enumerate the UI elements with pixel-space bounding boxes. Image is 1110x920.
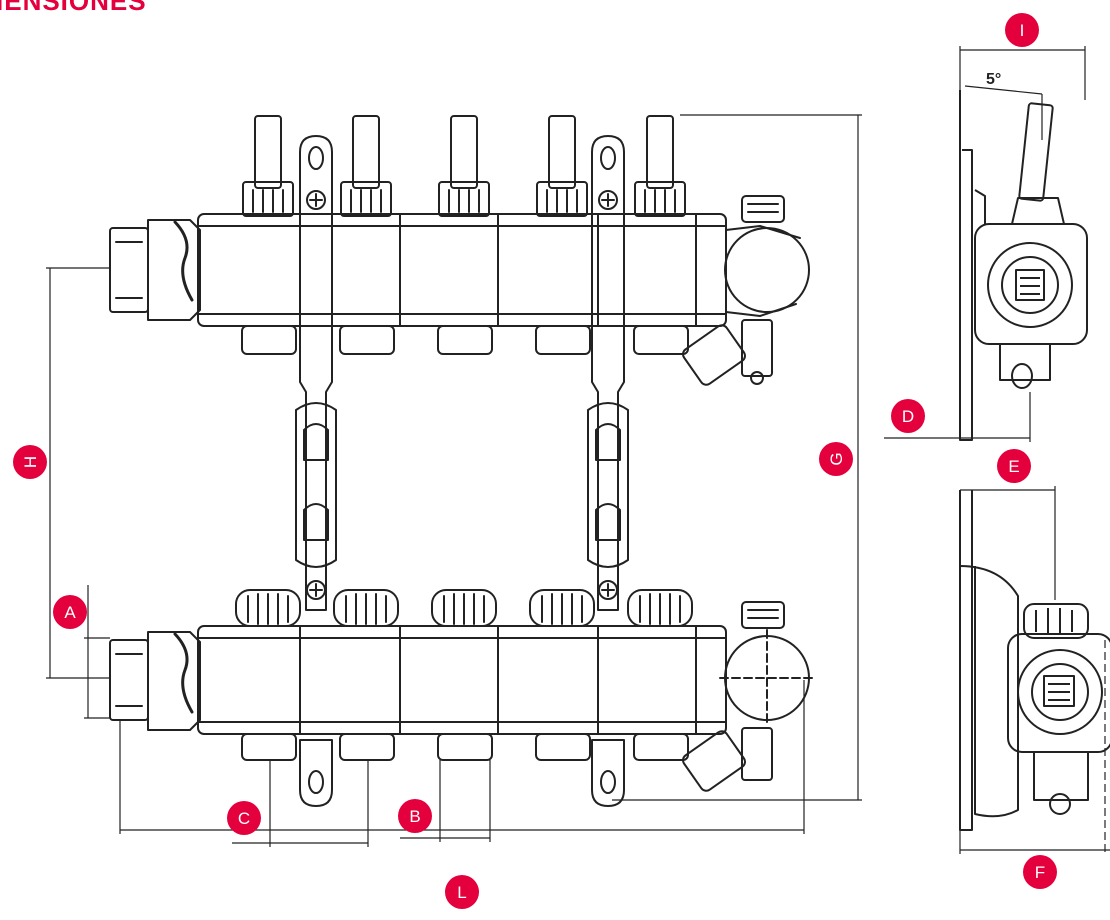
badge-b-label: B [409, 807, 420, 826]
side-dimension-lines [884, 46, 1110, 854]
flow-meter-3 [438, 115, 490, 217]
right-bracket [587, 135, 629, 807]
valve-knobs [235, 589, 693, 627]
badge-h: H [13, 445, 47, 479]
lower-side-view [959, 565, 1110, 818]
badge-l-label: L [457, 883, 466, 902]
flow-meter-4 [536, 115, 588, 217]
upper-outlets [241, 325, 689, 355]
upper-manifold [109, 195, 810, 386]
badge-i-label: I [1020, 21, 1025, 40]
flow-meter-1 [242, 115, 294, 217]
dimension-lines [46, 114, 862, 847]
badge-c: C [227, 801, 261, 835]
badge-a: A [53, 595, 87, 629]
dimension-badges: A H G C B L I D [13, 13, 1057, 909]
flow-meter-2 [340, 115, 392, 217]
upper-side-view [974, 102, 1088, 389]
side-views [959, 90, 1110, 831]
flow-meter-5 [634, 115, 686, 217]
flow-meters [242, 115, 686, 217]
badge-e-label: E [1008, 457, 1019, 476]
badge-i: I [1005, 13, 1039, 47]
badge-h-label: H [21, 456, 40, 468]
lower-manifold [109, 601, 815, 792]
badge-g: G [819, 442, 853, 476]
left-bracket [295, 135, 337, 807]
badge-a-label: A [64, 603, 76, 622]
badge-g-label: G [827, 452, 846, 465]
badge-c-label: C [238, 809, 250, 828]
badge-b: B [398, 799, 432, 833]
page-title: IENSIONES [0, 0, 147, 16]
lower-outlets [241, 733, 689, 761]
badge-f: F [1023, 855, 1057, 889]
angle-label: 5° [986, 71, 1001, 88]
badge-f-label: F [1035, 863, 1045, 882]
badge-d: D [891, 399, 925, 433]
badge-l: L [445, 875, 479, 909]
badge-e: E [997, 449, 1031, 483]
badge-d-label: D [902, 407, 914, 426]
